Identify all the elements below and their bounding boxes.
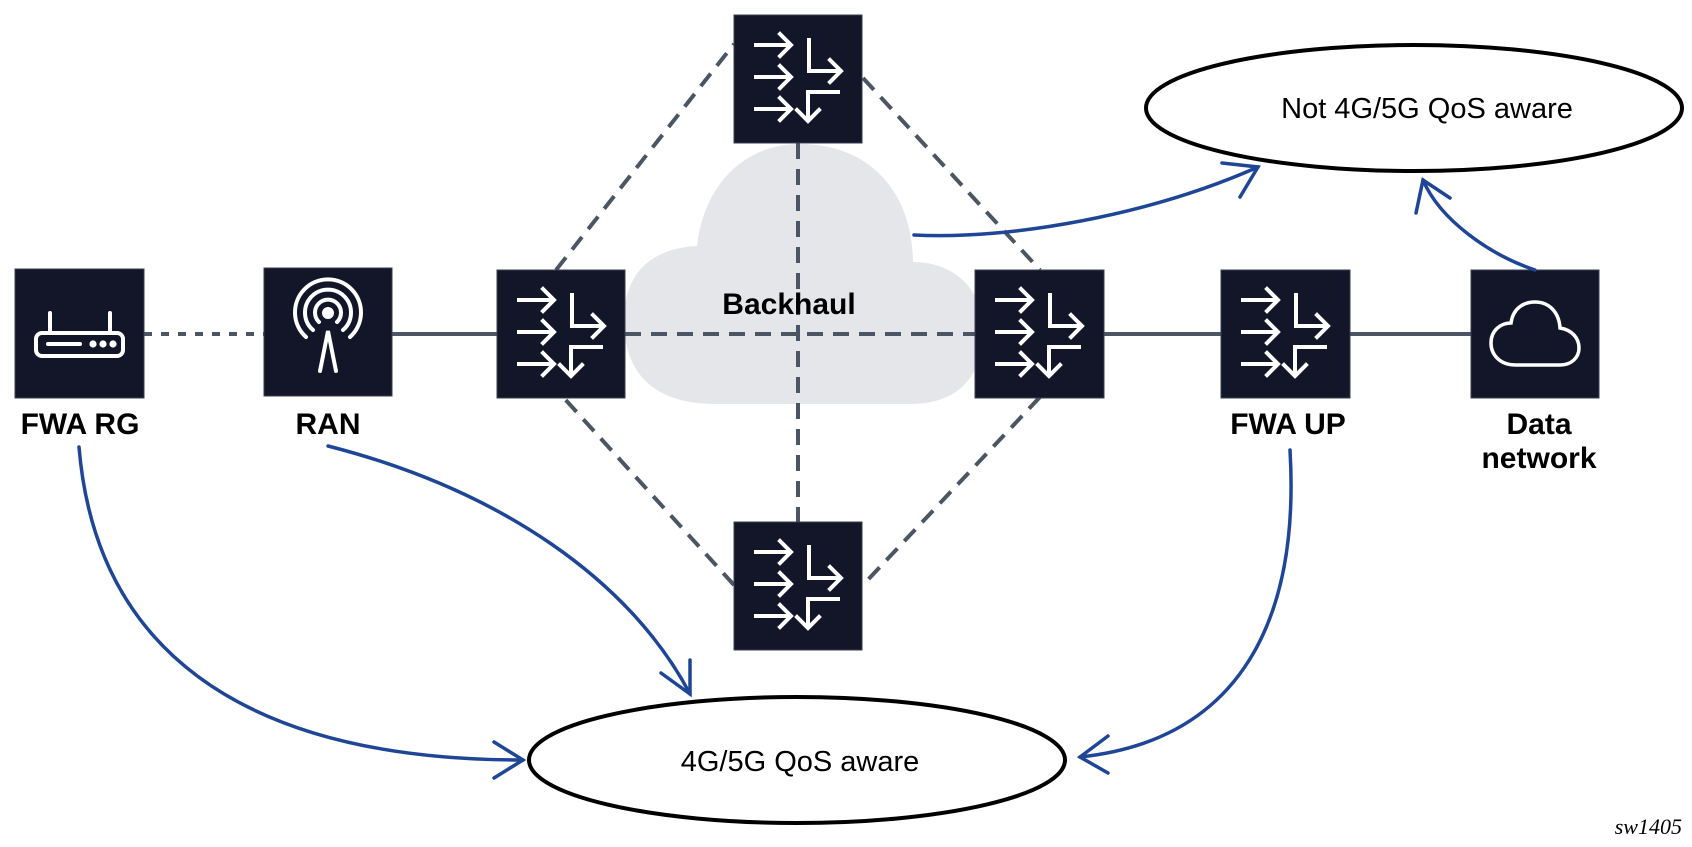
qos-not-aware-label: Not 4G/5G QoS aware: [1281, 93, 1573, 125]
router-device-icon: [34, 311, 125, 358]
node-fwa-rg[interactable]: FWA RG: [14, 268, 145, 441]
link-router-top-router-right: [861, 76, 1042, 272]
node-label-fwa-rg: FWA RG: [21, 408, 140, 441]
cloud-icon: [1489, 300, 1581, 367]
arrow-backhaul-to-not-aware: [912, 161, 1261, 238]
node-label-fwa-up: FWA UP: [1230, 408, 1346, 441]
node-label-data-network-line1: Data: [1506, 408, 1571, 441]
arrow-data-network-to-not-aware: [1414, 177, 1537, 272]
link-router-left-router-top: [554, 42, 736, 272]
node-label-data-network-line2: network: [1481, 442, 1596, 475]
node-ran[interactable]: RAN: [263, 267, 393, 441]
qos-aware-group: 4G/5G QoS aware: [527, 695, 1067, 825]
qos-aware-label: 4G/5G QoS aware: [681, 746, 920, 778]
figure-id: sw1405: [1615, 814, 1682, 839]
node-data-network[interactable]: Data network: [1470, 269, 1600, 475]
arrow-fwa-up-to-aware: [1076, 448, 1293, 775]
node-router-left[interactable]: [496, 269, 626, 399]
node-label-ran: RAN: [296, 408, 361, 441]
backhaul-label: Backhaul: [722, 288, 855, 321]
node-fwa-up[interactable]: FWA UP: [1220, 269, 1351, 441]
link-router-right-router-bottom: [861, 395, 1042, 587]
node-router-bottom[interactable]: [733, 521, 863, 651]
antenna-tower-icon: [293, 277, 363, 373]
link-router-bottom-router-left: [561, 395, 736, 587]
node-router-right[interactable]: [974, 269, 1105, 399]
node-router-top[interactable]: [733, 14, 863, 144]
arrow-fwa-rg-to-aware: [77, 445, 527, 780]
backhaul-cloud: [624, 144, 983, 404]
arrow-ran-to-aware: [326, 444, 692, 698]
qos-not-aware-group: Not 4G/5G QoS aware: [1144, 43, 1684, 173]
